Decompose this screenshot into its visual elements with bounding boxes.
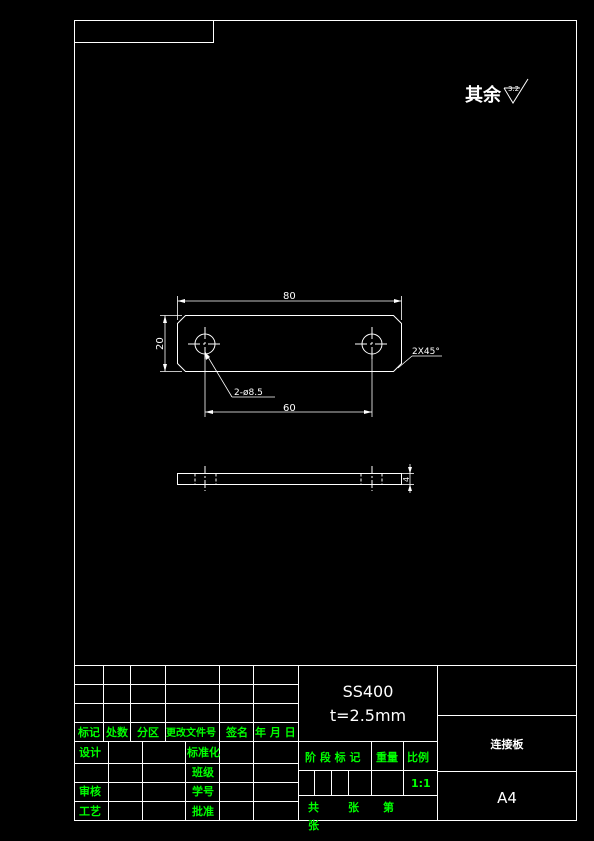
- chamfer-leader: [397, 355, 442, 369]
- dim-length: [177, 296, 402, 320]
- plate-side-view: [177, 466, 402, 491]
- drawing-frame: [74, 20, 577, 821]
- sheet-size: A4: [497, 789, 517, 807]
- dim-hole-spacing: [204, 356, 373, 417]
- dim-height: [160, 315, 182, 372]
- label-ratio: 比例: [407, 750, 429, 764]
- label-approve: 批准: [192, 804, 214, 818]
- label-review: 审核: [79, 784, 101, 798]
- hole-leader: [204, 351, 275, 398]
- dim-hole-spacing-label: 60: [283, 403, 296, 414]
- thickness-spec: t=2.5mm: [330, 706, 406, 725]
- label-nth: 第: [383, 800, 394, 814]
- label-process: 工艺: [79, 804, 101, 818]
- label-student-no: 学号: [192, 784, 214, 798]
- plate-front-view: [177, 315, 402, 372]
- rev-header-zone: 分区: [137, 725, 159, 739]
- dim-height-label: 20: [155, 337, 166, 350]
- material-label: SS400: [343, 682, 394, 701]
- label-weight: 重量: [376, 750, 398, 764]
- label-standardization: 标准化: [186, 745, 220, 759]
- rev-header-date: 年 月 日: [255, 725, 296, 739]
- roughness-symbol: [503, 78, 529, 104]
- roughness-prefix: 其余: [465, 84, 502, 106]
- rev-header-mark: 标记: [77, 725, 100, 739]
- dim-thickness: [401, 464, 414, 493]
- rev-header-count: 处数: [105, 725, 129, 739]
- label-stage-mark: 阶 段 标 记: [305, 750, 361, 764]
- rev-header-sign: 签名: [225, 725, 248, 739]
- title-block: [74, 665, 577, 821]
- dim-thickness-label: 4: [402, 477, 411, 482]
- label-total: 共: [308, 800, 319, 814]
- label-design: 设计: [79, 745, 101, 759]
- roughness-value: 3.2: [508, 85, 519, 93]
- dim-length-label: 80: [283, 291, 296, 302]
- rev-header-docno: 更改文件号: [166, 726, 216, 739]
- hole-callout: 2-ø8.5: [234, 388, 263, 398]
- label-grade: 班级: [192, 765, 215, 779]
- label-page: 张: [308, 818, 320, 832]
- top-left-box: [74, 20, 214, 43]
- scale-value: 1:1: [411, 777, 431, 790]
- chamfer-callout: 2X45°: [412, 347, 440, 357]
- label-sheets: 张: [348, 800, 360, 814]
- part-name: 连接板: [491, 737, 525, 751]
